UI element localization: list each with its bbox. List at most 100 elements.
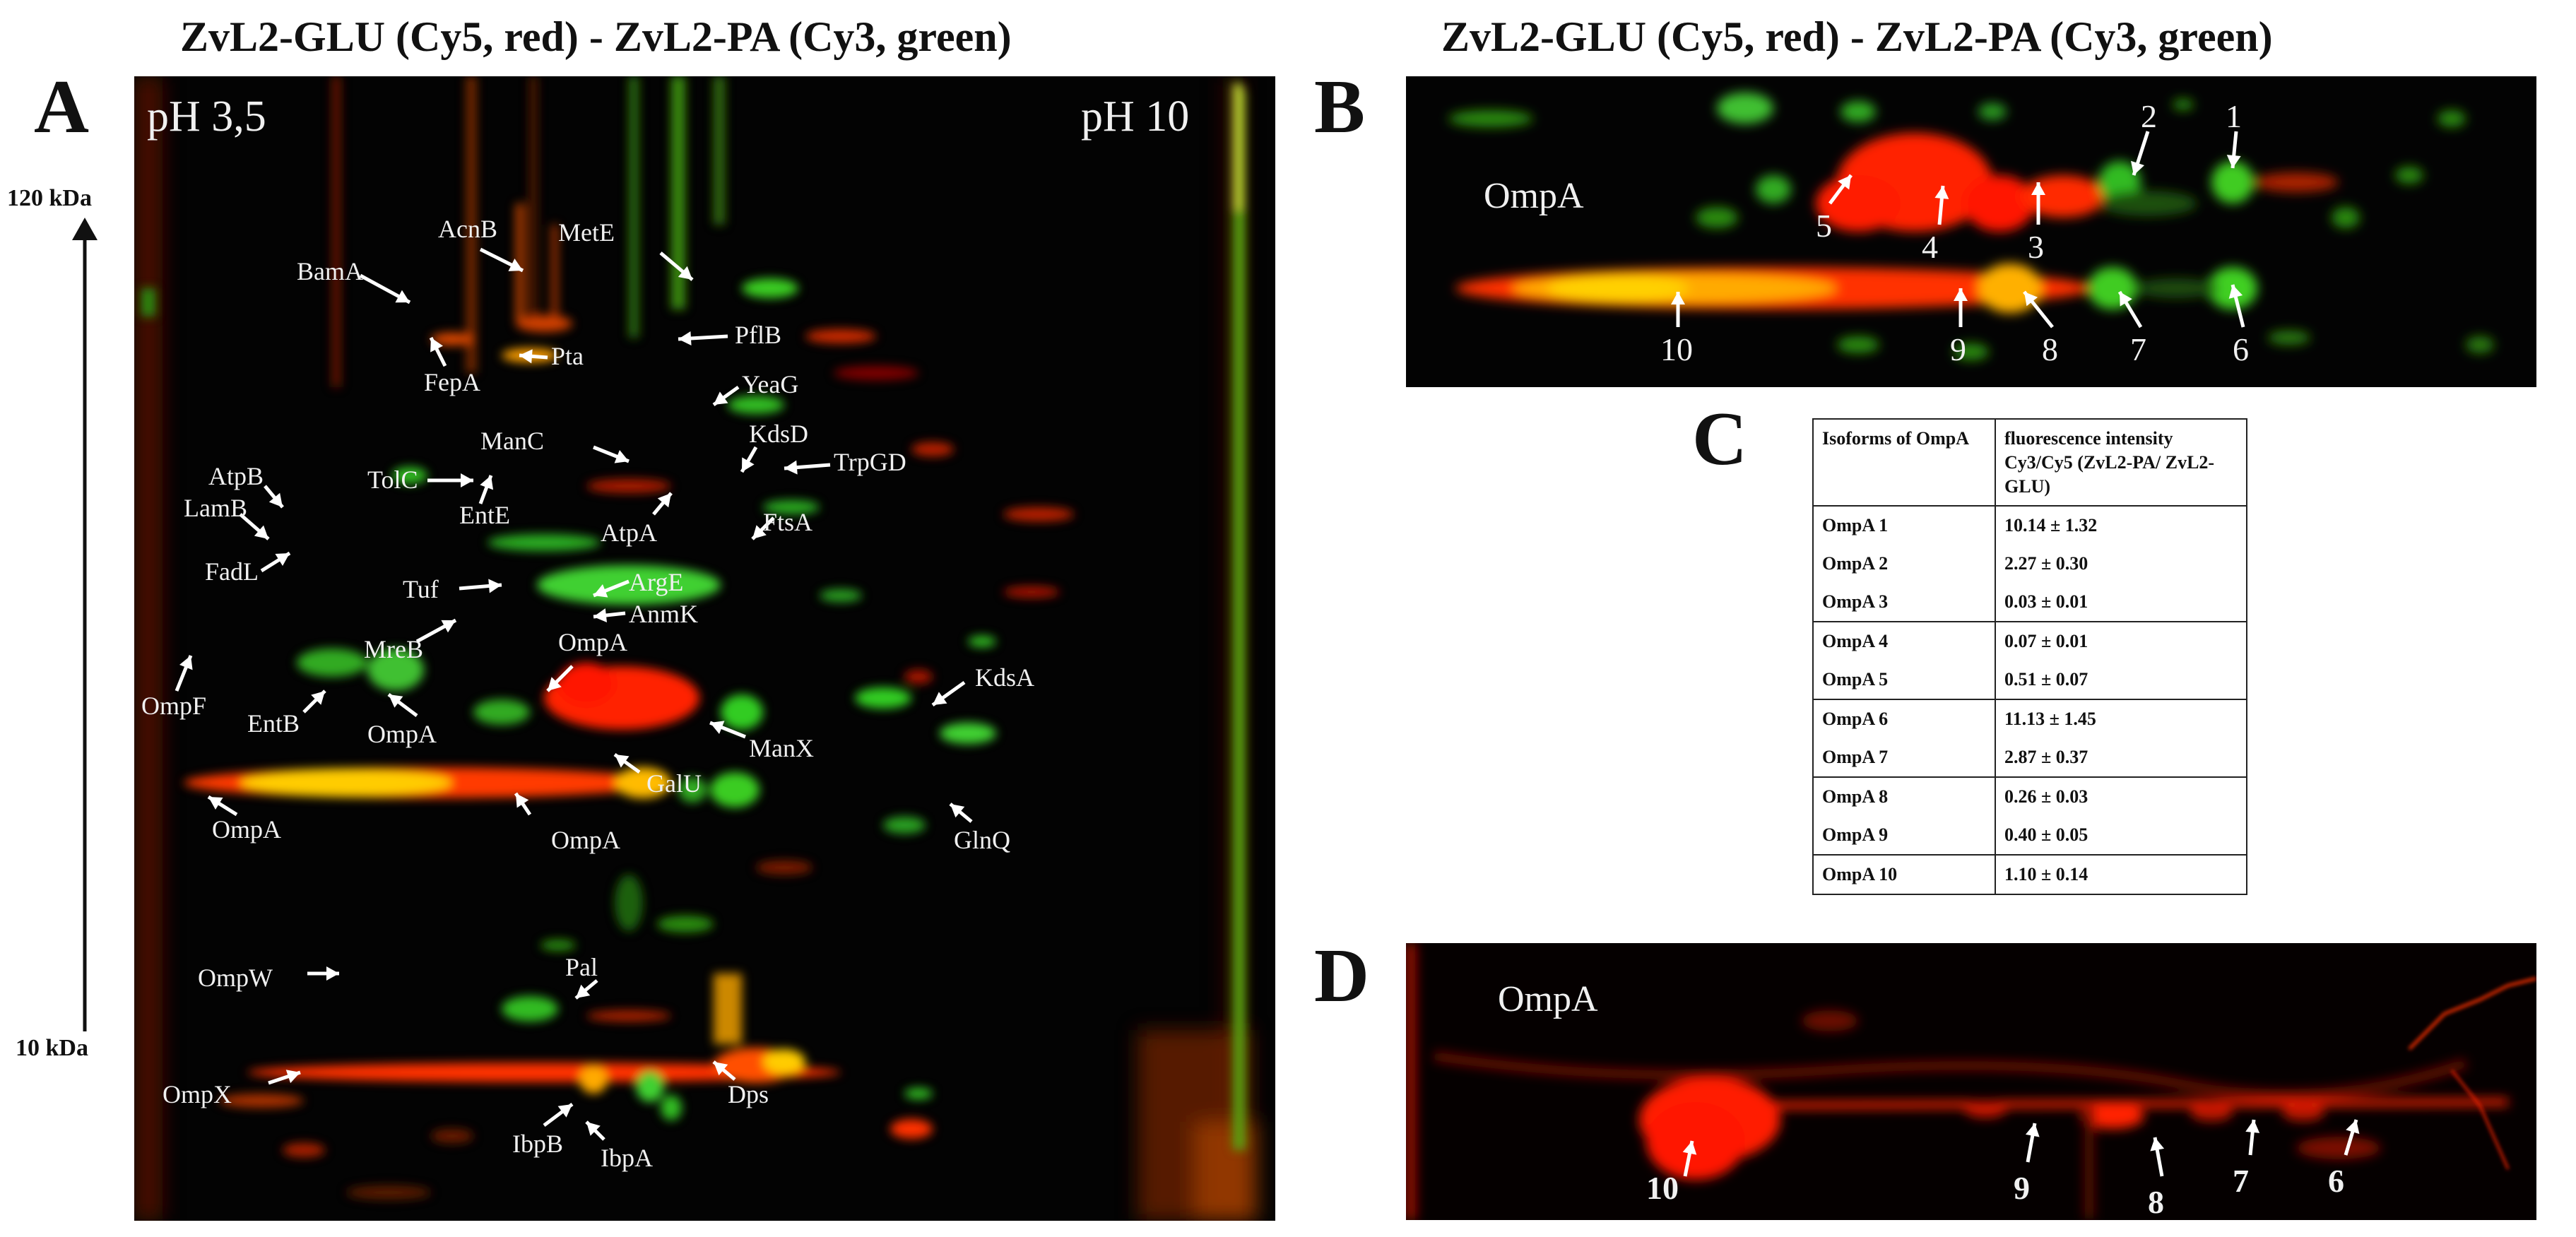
gel-b-spot-label: 9: [1950, 331, 1966, 367]
mw-top-label: 120 kDa: [7, 185, 92, 211]
gel-b-spot-label: 4: [1922, 229, 1938, 265]
gel-a-protein-arrow: [652, 492, 673, 516]
gel-a-protein-arrow: [712, 1060, 736, 1081]
panel-a-letter: A: [34, 65, 89, 149]
isoform-cell: OmpA 6: [1812, 699, 1996, 739]
gel-a-protein-label: OmpA: [212, 815, 281, 844]
isoform-cell: OmpA 10: [1812, 854, 1996, 896]
gel-a-protein-arrow: [574, 979, 598, 1000]
isoform-cell: OmpA 8: [1812, 776, 1996, 817]
gel-a-protein-arrow: [931, 680, 966, 707]
gel-a-protein-label: PflB: [735, 321, 782, 349]
gel-a-protein-arrow: [751, 516, 775, 540]
gel-a-protein-label: AtpB: [208, 462, 264, 490]
intensity-cell: 0.07 ± 0.01: [1995, 621, 2247, 661]
gel-d-spot-arrow: [2245, 1119, 2260, 1156]
gel-a-protein-arrow: [268, 1070, 301, 1085]
gel-a-protein-label: OmpA: [558, 628, 627, 656]
panel-a-title: ZvL2-GLU (Cy5, red) - ZvL2-PA (Cy3, gree…: [180, 13, 1012, 60]
gel-a-protein-arrow: [207, 795, 238, 817]
gel-a-protein-label: GlnQ: [954, 826, 1010, 854]
gel-d-spot-arrow: [2344, 1119, 2360, 1156]
gel-a-protein-arrow: [585, 1120, 605, 1141]
gel-a-protein-label: TolC: [367, 466, 418, 494]
gel-b-spot-arrow: [1671, 292, 1685, 327]
gel-a-protein-arrow: [546, 665, 574, 692]
gel-b-spot-label: 10: [1660, 331, 1693, 367]
gel-a-protein-label: FtsA: [763, 508, 813, 536]
gel-d-spot-label: 9: [2014, 1170, 2030, 1206]
gel-b-spot-arrow: [2131, 131, 2150, 176]
gel-a-protein-arrow: [359, 273, 411, 304]
gel-a-protein-label: YeaG: [742, 370, 799, 398]
gel-a-protein-arrow: [478, 475, 494, 504]
gel-d-spot-arrow: [2150, 1137, 2165, 1177]
omp-table-wrap: Isoforms of OmpA fluorescence intensity …: [1812, 418, 2247, 896]
intensity-cell: 0.03 ± 0.01: [1995, 583, 2247, 622]
gel-a-protein-label: Tuf: [403, 575, 439, 603]
gel-b-spot-arrow: [2117, 290, 2143, 329]
gel-a-protein-arrow: [427, 473, 473, 487]
gel-a-protein-label: ManC: [480, 427, 544, 455]
gel-a-protein-label: KdsD: [749, 420, 809, 448]
gel-a-protein-arrow: [479, 247, 524, 273]
panel-d-protein-label: OmpA: [1498, 979, 1598, 1019]
gel-a-protein-arrow: [514, 792, 532, 816]
gel-b-spot-label: 8: [2042, 331, 2058, 367]
gel-a-protein-label: IbpA: [601, 1144, 653, 1172]
panel-b-letter: B: [1314, 65, 1366, 149]
gel-b-spot-arrow: [1954, 288, 1968, 327]
table-header-isoform: Isoforms of OmpA: [1812, 418, 1996, 507]
gel-d-spot-label: 8: [2148, 1184, 2164, 1220]
gel-b-spot-arrow: [2226, 131, 2241, 169]
gel-a-protein-label: MreB: [364, 635, 423, 663]
isoform-cell: OmpA 5: [1812, 661, 1996, 700]
gel-a-protein-label: EntB: [247, 709, 300, 738]
gel-a-protein-label: OmpA: [367, 720, 437, 748]
gel-a-protein-label: Pta: [551, 342, 584, 370]
gel-a-protein-arrow: [519, 349, 548, 364]
gel-a-protein-arrow: [678, 331, 728, 345]
intensity-cell: 10.14 ± 1.32: [1995, 505, 2247, 545]
gel-b-spot-arrow: [1828, 174, 1853, 205]
gel-a-protein-arrow: [709, 721, 746, 739]
gel-a-protein-label: AnmK: [629, 600, 698, 628]
isoform-cell: OmpA 2: [1812, 545, 1996, 584]
gel-a-protein-arrow: [459, 579, 502, 593]
gel-a-protein-label: FepA: [424, 368, 480, 396]
gel-d-spot-label: 10: [1646, 1170, 1679, 1206]
intensity-cell: 2.27 ± 0.30: [1995, 545, 2247, 584]
gel-a-protein-label: TrpGD: [834, 448, 906, 476]
isoform-cell: OmpA 3: [1812, 583, 1996, 622]
gel-d-spot-label: 6: [2328, 1163, 2344, 1199]
gel-a-protein-label: Dps: [728, 1080, 769, 1108]
gel-a-protein-label: FadL: [205, 557, 259, 586]
gel-a-protein-label: AtpA: [601, 519, 657, 547]
gel-a-protein-arrow: [593, 445, 630, 463]
gel-a-protein-label: OmpW: [198, 964, 273, 992]
gel-a-protein-label: ManX: [749, 734, 814, 762]
gel-a-protein-label: KdsA: [975, 663, 1035, 692]
gel-a-protein-label: AcnB: [438, 215, 497, 243]
gel-a-protein-label: LamB: [184, 494, 247, 522]
gel-b-spot-label: 7: [2130, 331, 2146, 367]
intensity-cell: 0.26 ± 0.03: [1995, 776, 2247, 817]
gel-a-protein-arrow: [387, 693, 418, 717]
gel-a-protein-label: OmpF: [141, 692, 207, 720]
gel-a-protein-arrow: [175, 655, 193, 692]
gel-a-protein-arrow: [415, 618, 457, 644]
panel-c-letter: C: [1692, 397, 1747, 481]
ph-right-label: pH 10: [1081, 93, 1190, 141]
gel-a-protein-label: OmpX: [163, 1080, 232, 1108]
